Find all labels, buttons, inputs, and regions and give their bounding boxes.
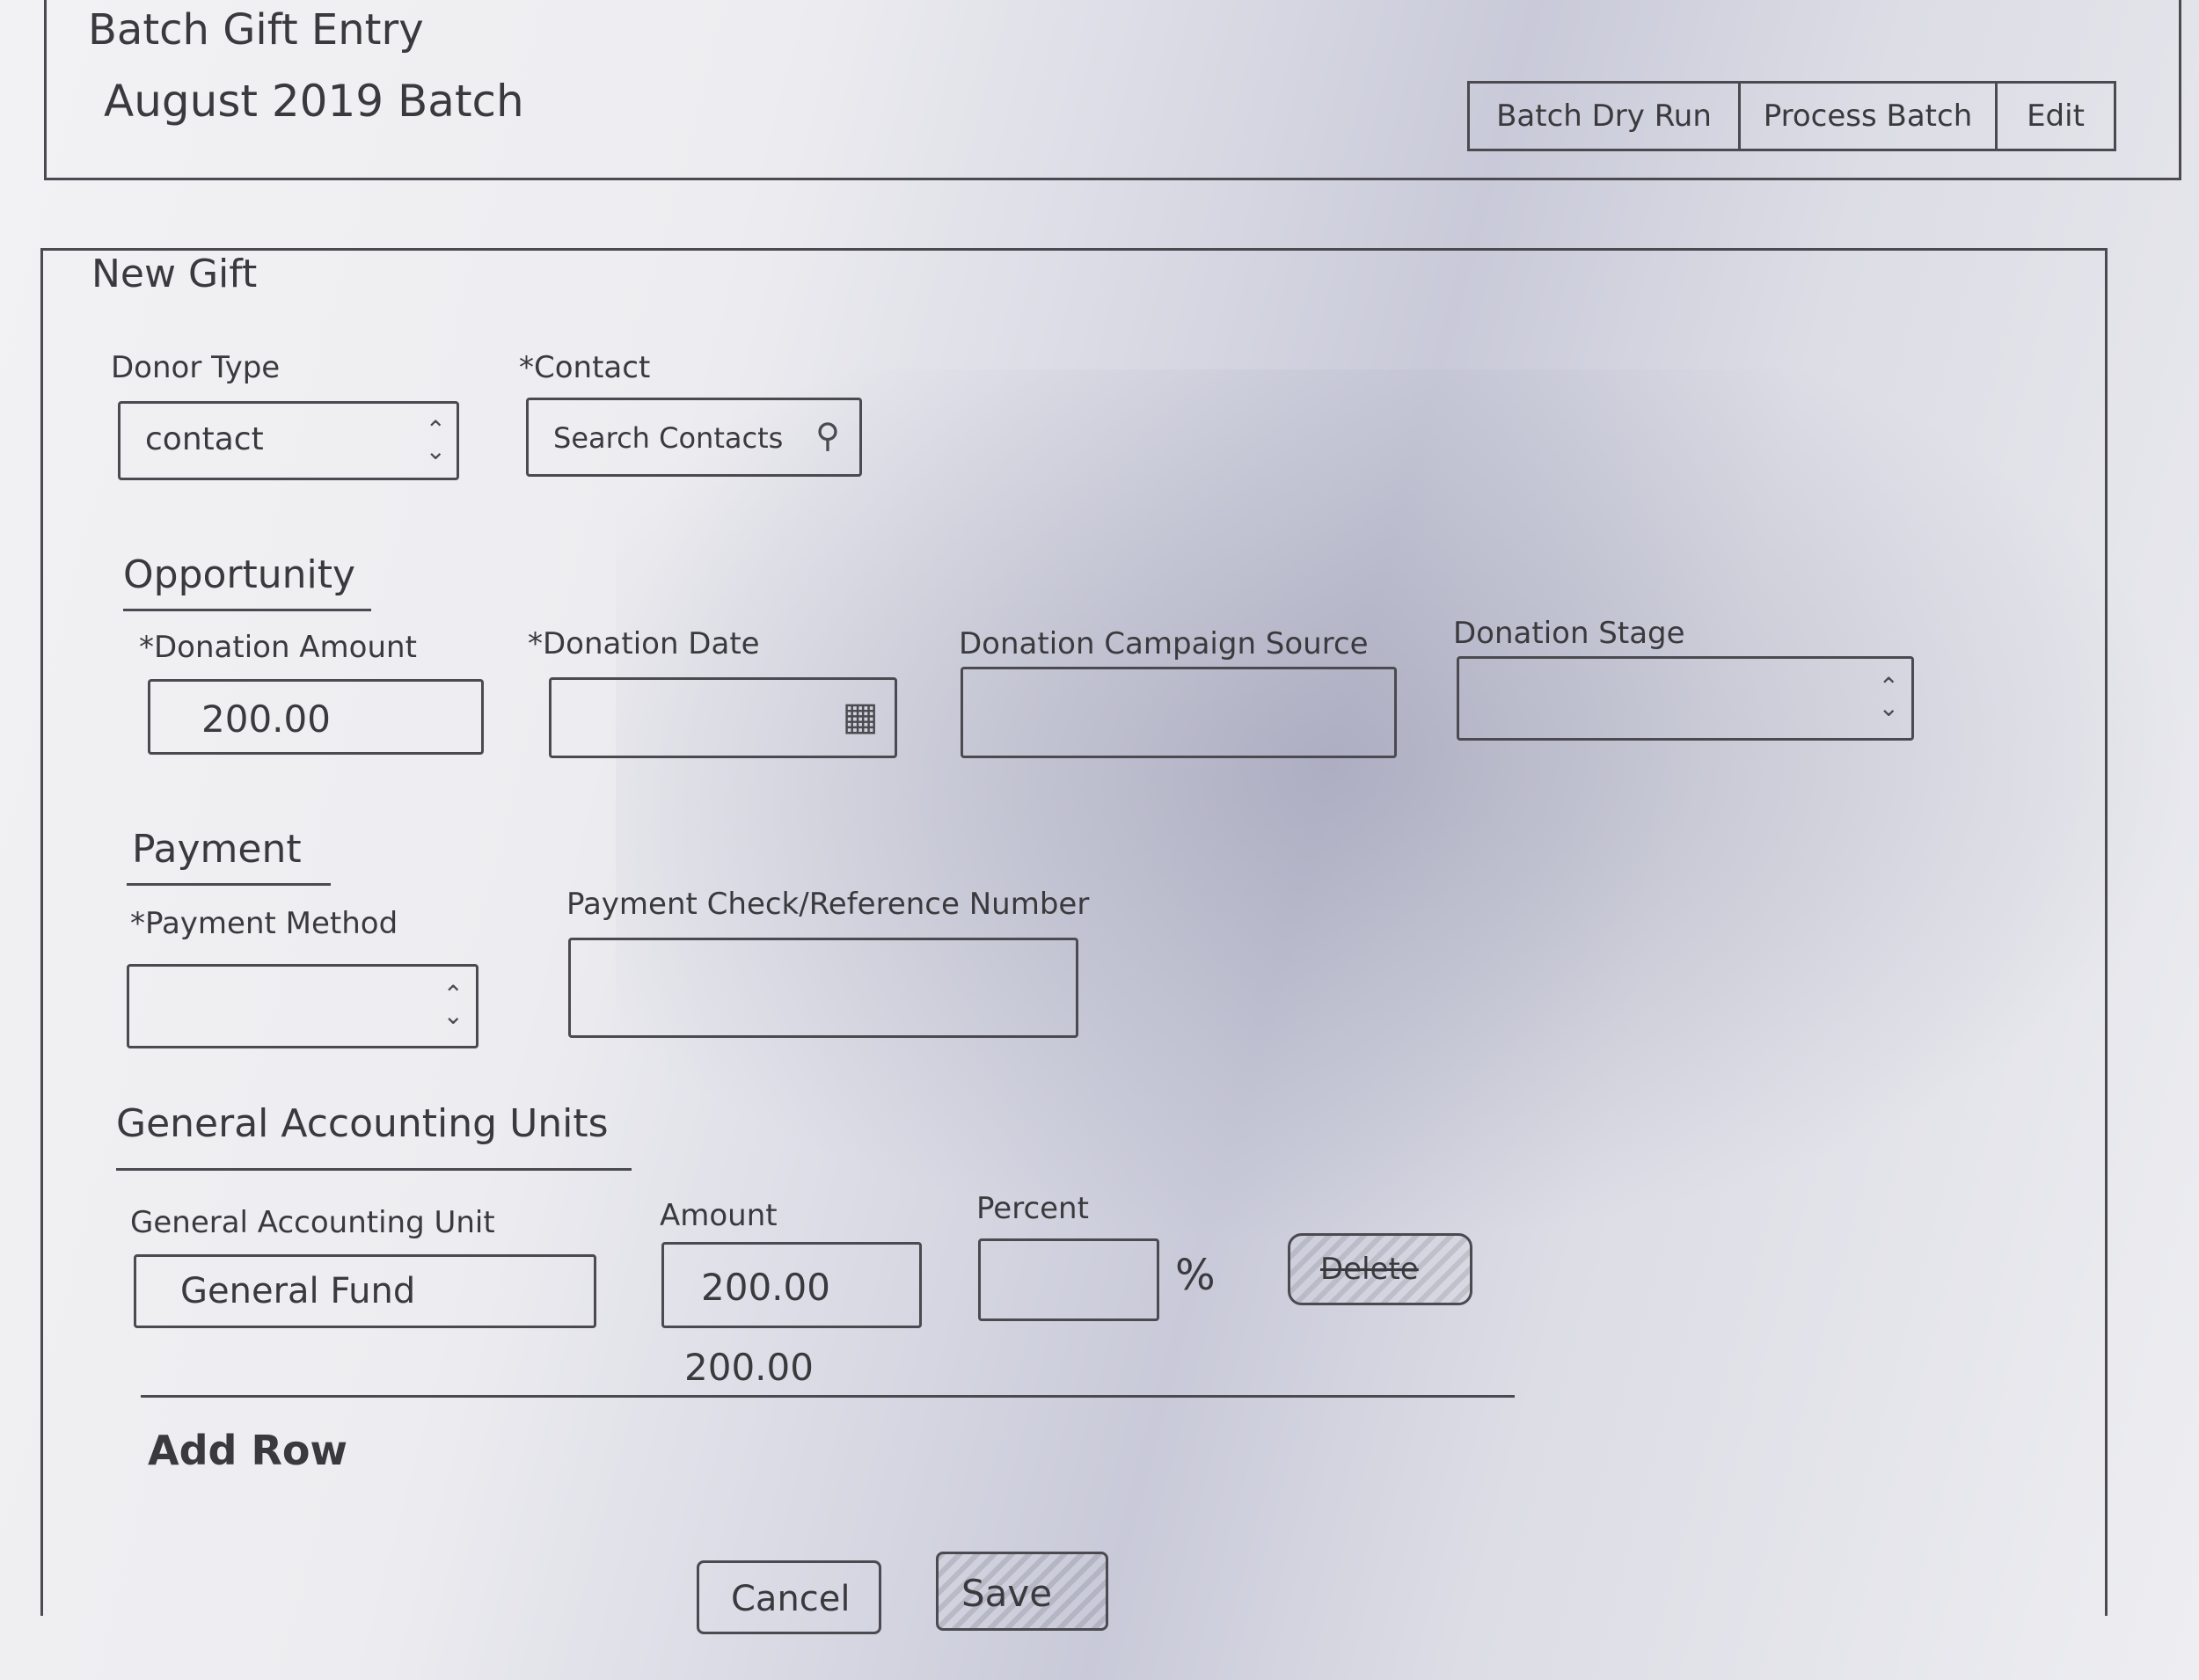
payment-method-select[interactable]: ⌃⌄ [127, 964, 479, 1048]
contact-search-input[interactable]: Search Contacts ⚲ [526, 398, 862, 477]
panel-title: New Gift [91, 252, 258, 296]
donation-amount-label: *Donation Amount [139, 630, 417, 665]
page-header [44, 0, 2181, 180]
percent-symbol: % [1175, 1251, 1216, 1300]
gau-delete-button[interactable]: Delete [1288, 1233, 1472, 1305]
search-icon: ⚲ [815, 416, 840, 455]
gau-amount-label: Amount [660, 1198, 778, 1233]
campaign-source-input[interactable] [961, 667, 1397, 758]
donation-stage-select[interactable]: ⌃⌄ [1457, 656, 1914, 741]
process-batch-button[interactable]: Process Batch [1741, 84, 1998, 149]
donation-amount-value: 200.00 [201, 698, 331, 741]
header-button-group: Batch Dry Run Process Batch Edit [1467, 81, 2116, 151]
select-arrows-icon: ⌃⌄ [425, 415, 446, 465]
gau-percent-label: Percent [976, 1191, 1089, 1226]
batch-name: August 2019 Batch [104, 76, 524, 127]
save-button[interactable]: Save [936, 1552, 1108, 1631]
payment-section-title: Payment [132, 827, 302, 872]
reference-number-label: Payment Check/Reference Number [566, 887, 1090, 922]
campaign-source-label: Donation Campaign Source [959, 626, 1369, 661]
donor-type-select[interactable]: contact ⌃⌄ [118, 401, 459, 480]
gau-unit-input[interactable]: General Fund [134, 1254, 596, 1328]
gau-amount-input[interactable]: 200.00 [661, 1242, 922, 1328]
donation-stage-label: Donation Stage [1453, 616, 1685, 651]
app-title: Batch Gift Entry [88, 5, 424, 55]
gau-total-amount: 200.00 [684, 1346, 814, 1389]
gau-section-title: General Accounting Units [116, 1101, 609, 1146]
select-arrows-icon: ⌃⌄ [1878, 672, 1899, 722]
batch-dry-run-button[interactable]: Batch Dry Run [1470, 84, 1741, 149]
gau-percent-input[interactable] [978, 1238, 1159, 1321]
save-label: Save [961, 1572, 1053, 1615]
payment-underline [127, 883, 331, 886]
gau-unit-value: General Fund [180, 1271, 416, 1311]
calendar-icon[interactable]: ▦ [842, 694, 879, 739]
cancel-label: Cancel [731, 1579, 851, 1619]
new-gift-panel [40, 248, 2108, 1616]
opportunity-underline [123, 609, 371, 611]
gau-underline [116, 1168, 632, 1171]
donor-type-label: Donor Type [111, 350, 281, 385]
cancel-button[interactable]: Cancel [697, 1560, 881, 1634]
donation-amount-input[interactable]: 200.00 [148, 679, 484, 755]
delete-label: Delete [1320, 1252, 1419, 1287]
gau-divider [141, 1395, 1515, 1398]
opportunity-section-title: Opportunity [123, 552, 356, 597]
contact-label: *Contact [519, 350, 651, 385]
donation-date-input[interactable]: ▦ [549, 677, 897, 758]
payment-method-label: *Payment Method [130, 906, 398, 941]
contact-search-placeholder: Search Contacts [553, 421, 784, 455]
donation-date-label: *Donation Date [528, 626, 760, 661]
gau-unit-label: General Accounting Unit [130, 1205, 495, 1240]
reference-number-input[interactable] [568, 938, 1078, 1038]
select-arrows-icon: ⌃⌄ [442, 980, 464, 1030]
donor-type-value: contact [145, 421, 264, 457]
gau-amount-value: 200.00 [701, 1266, 830, 1309]
add-row-link[interactable]: Add Row [148, 1427, 347, 1474]
edit-button[interactable]: Edit [2027, 99, 2085, 134]
